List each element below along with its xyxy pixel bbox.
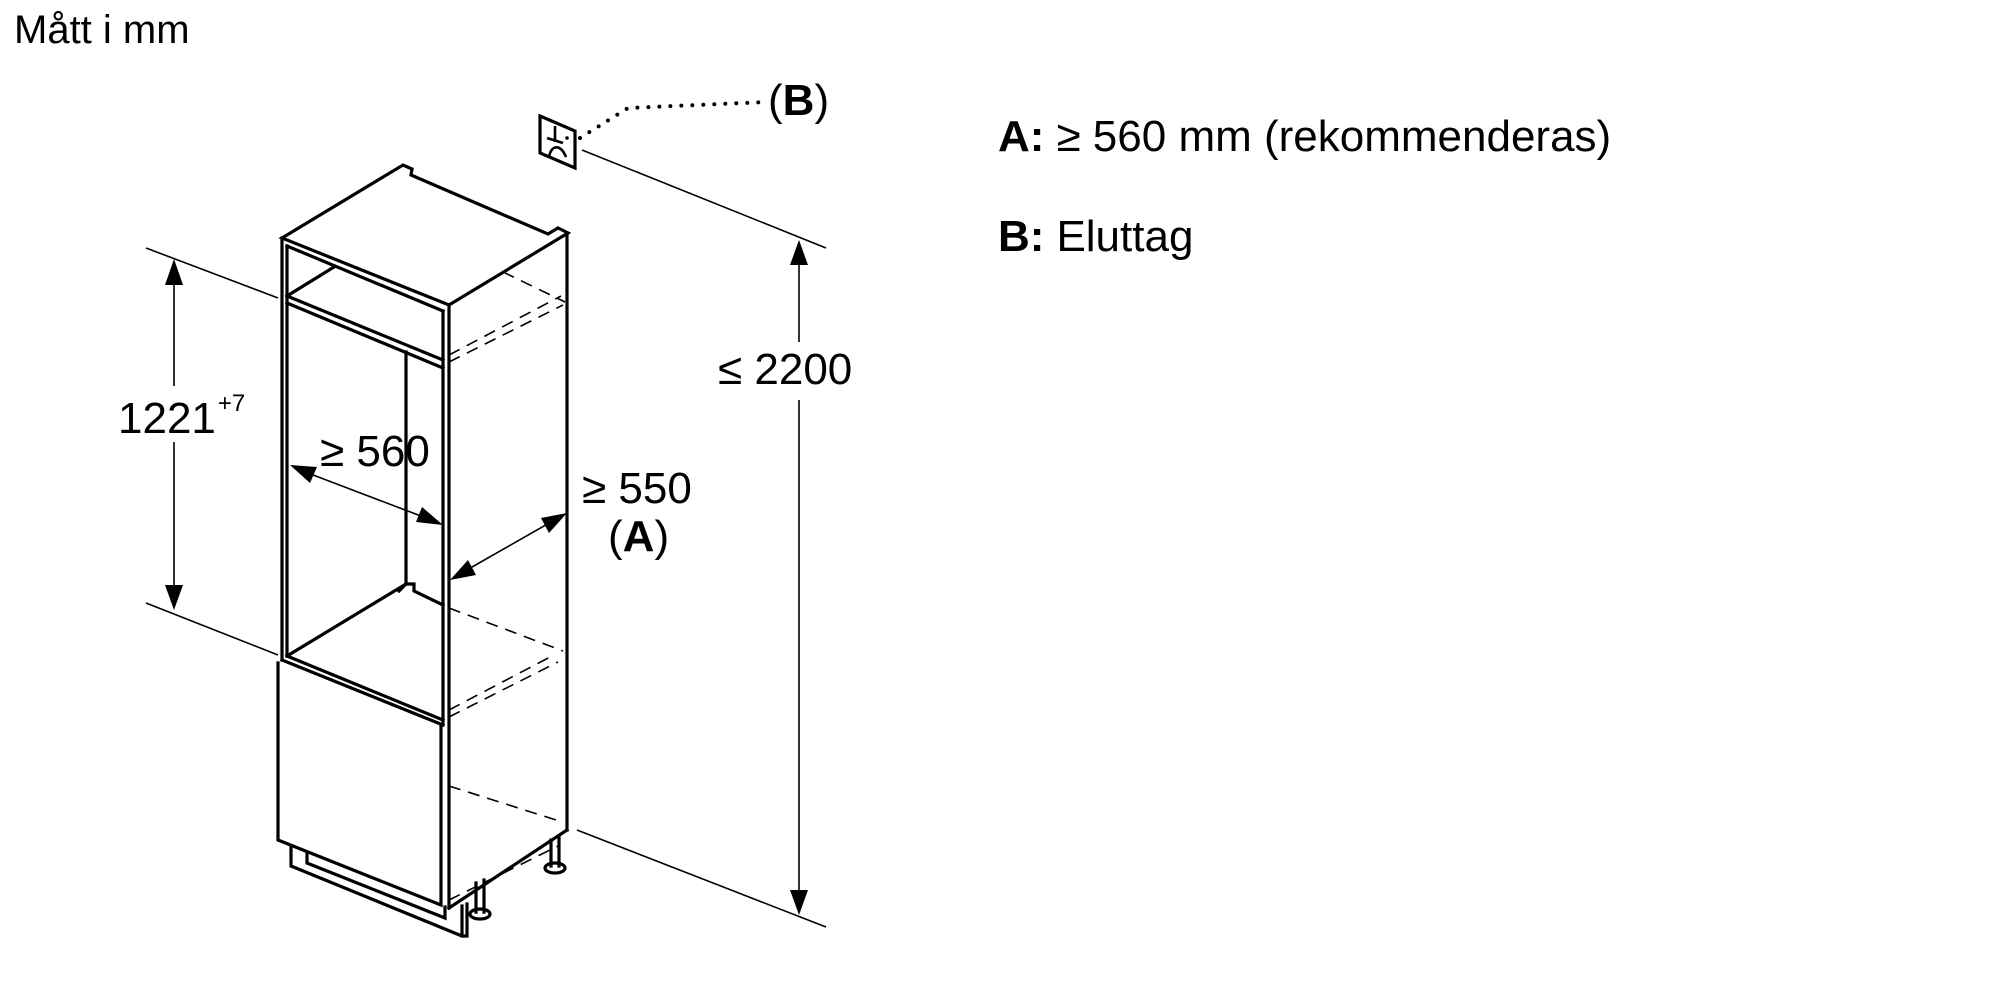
niche-height-tolerance: +7 <box>217 390 246 417</box>
niche-height-value: 1221 <box>118 394 216 443</box>
socket-ref-label: (B) <box>768 76 830 125</box>
niche-height-label: 1221+7 <box>118 390 245 444</box>
legend-key: B: <box>998 212 1045 261</box>
legend-item-b: B:Eluttag <box>998 212 1193 262</box>
niche-width-dimension <box>290 465 443 525</box>
legend-item-a: A:≥ 560 mm (rekommenderas) <box>998 112 1611 162</box>
ref-a: A <box>622 512 655 561</box>
niche-width-label: ≥ 560 <box>320 427 430 476</box>
niche-depth-ref: (A) <box>608 512 670 561</box>
legend-text: ≥ 560 mm (rekommenderas) <box>1056 112 1612 161</box>
page-title: Mått i mm <box>14 8 190 52</box>
ref-b: B <box>782 76 815 125</box>
legend-key: A: <box>998 112 1045 161</box>
niche-depth-label: ≥ 550 <box>582 464 692 513</box>
tall-cabinet <box>276 163 572 938</box>
niche-height-dimension <box>145 247 279 656</box>
legend-text: Eluttag <box>1056 212 1194 261</box>
socket-leader-line <box>578 100 768 140</box>
niche-depth-dimension <box>450 513 567 580</box>
power-outlet-icon <box>538 113 577 171</box>
total-height-label: ≤ 2200 <box>718 345 853 394</box>
total-height-dimension <box>576 149 827 928</box>
